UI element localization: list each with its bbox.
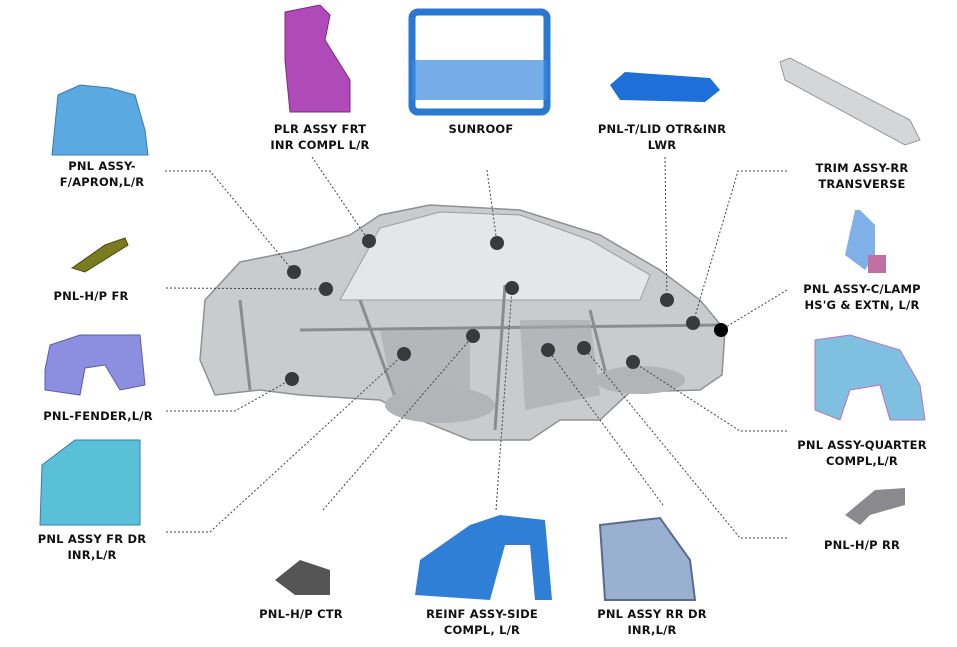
car-body	[199, 204, 726, 441]
part-sunroof-image	[408, 8, 551, 116]
part-reinf-image	[415, 515, 552, 600]
part-rr-door-image	[598, 516, 697, 601]
part-quarter-image	[814, 334, 926, 421]
part-clamp-image	[845, 210, 886, 273]
part-hp-rr-image	[845, 488, 905, 525]
part-fender-image	[44, 334, 146, 396]
leader-lines	[165, 156, 788, 539]
label-apron: PNL ASSY-F/APRON,L/R	[59, 159, 145, 189]
part-tlid-image	[610, 72, 720, 102]
part-hp-ctr-image	[275, 560, 330, 595]
label-sunroof: SUNROOF	[448, 122, 514, 136]
part-fr-door-image	[39, 439, 141, 526]
part-hp-fr-image	[70, 237, 129, 273]
label-hp-ctr: PNL-H/P CTR	[259, 607, 343, 621]
callout-dots	[285, 234, 728, 386]
label-hp-rr: PNL-H/P RR	[823, 538, 901, 552]
part-apron-image	[51, 84, 149, 156]
label-fender: PNL-FENDER,L/R	[43, 409, 153, 423]
part-pillar-image	[284, 4, 351, 113]
part-trim-image	[779, 57, 921, 146]
label-hp-fr: PNL-H/P FR	[53, 289, 129, 303]
